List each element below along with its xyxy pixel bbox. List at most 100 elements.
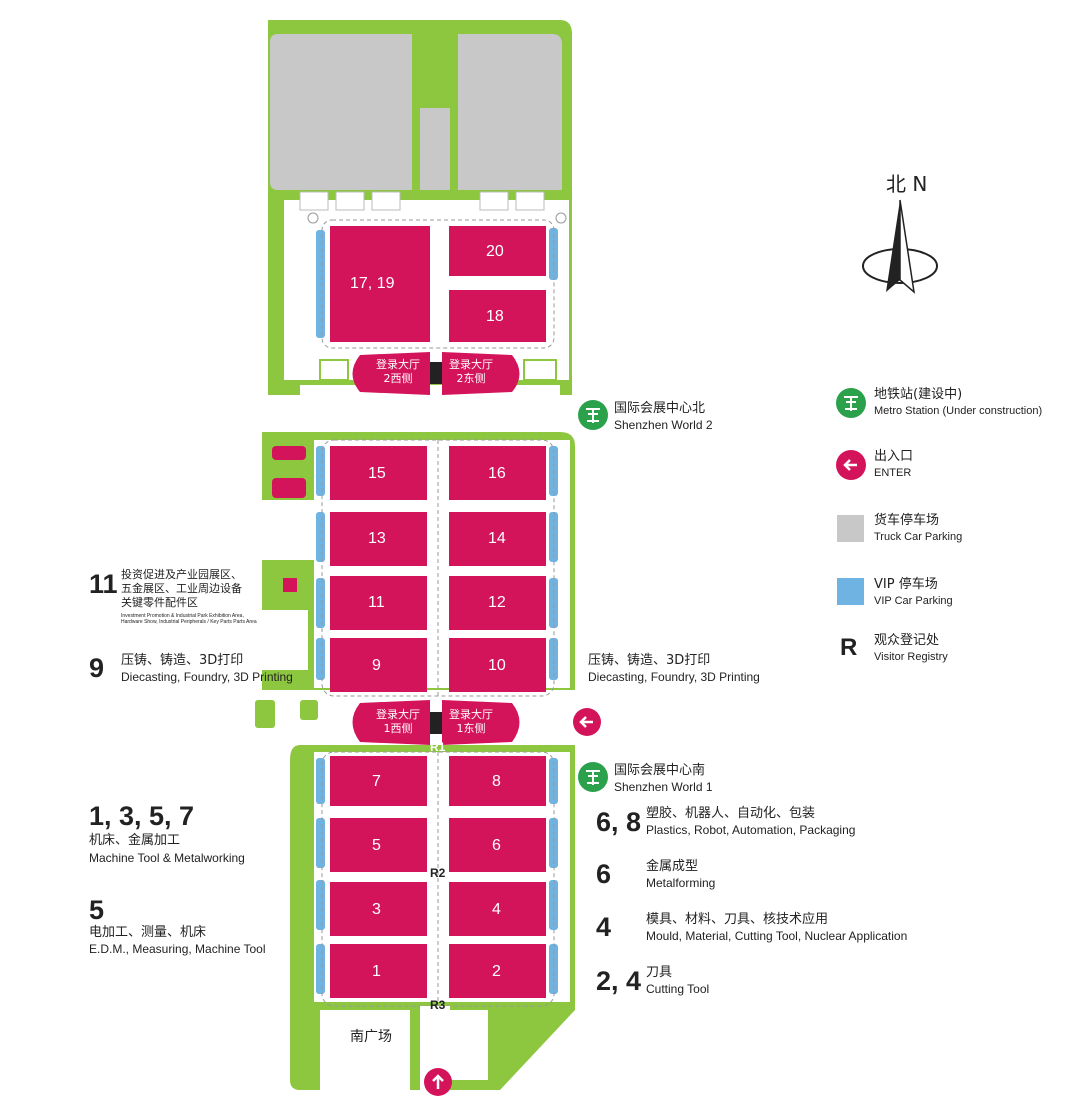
hall-label-9: 9 xyxy=(372,657,381,674)
label-h9-cn: 压铸、铸造、3D打印 xyxy=(121,653,244,668)
metro-station-north-icon xyxy=(578,400,608,430)
arrow-left-icon xyxy=(579,716,593,728)
label-h1357-en: Machine Tool & Metalworking xyxy=(89,851,245,865)
registry-r2: R2 xyxy=(430,866,446,880)
label-h4-en: Mould, Material, Cutting Tool, Nuclear A… xyxy=(646,929,908,943)
hall-6 xyxy=(449,818,546,872)
hall-label-18: 18 xyxy=(486,308,504,325)
halls-north xyxy=(330,226,546,342)
label-h11-en: Investment Promotion & Industrial Park E… xyxy=(121,613,257,625)
label-h5-en: E.D.M., Measuring, Machine Tool xyxy=(89,942,266,956)
metro-station-north-cn: 国际会展中心北 xyxy=(614,401,706,416)
legend-truck-en: Truck Car Parking xyxy=(874,531,963,543)
label-h9-num: 9 xyxy=(89,653,105,683)
label-h10-cn: 压铸、铸造、3D打印 xyxy=(588,653,711,668)
hall-2 xyxy=(449,944,546,998)
label-h10-en: Diecasting, Foundry, 3D Printing xyxy=(588,670,760,684)
legend-registry-cn: 观众登记处 xyxy=(874,633,940,648)
hall-20 xyxy=(449,226,546,276)
legend-registry-en: Visitor Registry xyxy=(874,651,948,663)
hall-7 xyxy=(330,756,427,806)
north-dashed-roads xyxy=(321,219,555,349)
vip-parking-middle xyxy=(316,446,558,680)
hall-label-13: 13 xyxy=(368,530,386,547)
label-h6-cn: 金属成型 xyxy=(646,859,699,874)
hall-15 xyxy=(330,446,427,500)
hall-17-19 xyxy=(330,226,430,342)
registry-r3: R3 xyxy=(430,998,446,1012)
hall-label-8: 8 xyxy=(492,773,501,790)
legend-truck-swatch xyxy=(837,515,864,542)
compass-label: 北 N xyxy=(886,172,928,196)
hall-14 xyxy=(449,512,546,566)
hall-label-20: 20 xyxy=(486,243,504,260)
hall-label-3: 3 xyxy=(372,901,381,918)
label-h24-cn: 刀具 xyxy=(646,965,673,980)
south-entrance-road xyxy=(420,1006,450,1114)
hall-3 xyxy=(330,882,427,936)
south-plaza-label: 南广场 xyxy=(350,1029,392,1045)
south-dashed-roads xyxy=(321,751,555,1007)
halls-middle xyxy=(330,446,546,692)
hall-12 xyxy=(449,576,546,630)
middle-side-features xyxy=(272,446,306,592)
hall-4 xyxy=(449,882,546,936)
hall-18 xyxy=(449,290,546,342)
hall-13 xyxy=(330,512,427,566)
halls-south xyxy=(330,756,546,998)
hall-8 xyxy=(449,756,546,806)
legend-registry-symbol: R xyxy=(840,634,858,661)
north-small-features xyxy=(307,212,567,381)
legend-metro-cn: 地铁站(建设中) xyxy=(874,387,963,402)
label-h5-cn: 电加工、测量、机床 xyxy=(89,925,207,940)
hall-label-17-19: 17, 19 xyxy=(350,275,395,292)
label-h68-num: 6, 8 xyxy=(596,807,642,837)
label-h6-num: 6 xyxy=(596,859,612,889)
legend-enter-en: ENTER xyxy=(874,467,912,479)
hall-label-14: 14 xyxy=(488,530,506,547)
hall-label-4: 4 xyxy=(492,901,501,918)
label-h4-cn: 模具、材料、刀具、核技术应用 xyxy=(646,912,829,927)
metro-station-south-en: Shenzhen World 1 xyxy=(614,780,713,794)
hall-16 xyxy=(449,446,546,500)
label-h11-num: 11 xyxy=(89,569,118,599)
label-h1357-num: 1, 3, 5, 7 xyxy=(89,801,195,831)
registry-r1: R1 xyxy=(430,740,446,754)
label-h5-num: 5 xyxy=(89,895,105,925)
legend-vip-en: VIP Car Parking xyxy=(874,595,953,607)
hall-label-10: 10 xyxy=(488,657,506,674)
label-h11-cn: 投资促进及产业园展区、 五金展区、工业周边设备 关键零件配件区 xyxy=(121,568,242,609)
hall-label-6: 6 xyxy=(492,837,501,854)
label-h68-cn: 塑胶、机器人、自动化、包装 xyxy=(646,806,816,821)
legend-truck-cn: 货车停车场 xyxy=(874,513,940,528)
hall-label-1: 1 xyxy=(372,963,381,980)
hall-5 xyxy=(330,818,427,872)
hall-label-15: 15 xyxy=(368,465,386,482)
entrance-south[interactable] xyxy=(424,1068,452,1096)
legend-enter-cn: 出入口 xyxy=(874,449,914,464)
legend-vip-cn: VIP 停车场 xyxy=(874,577,938,592)
vip-parking-north xyxy=(316,228,558,338)
entrance-east[interactable] xyxy=(573,708,601,736)
hall-label-12: 12 xyxy=(488,594,506,611)
hall-label-11: 11 xyxy=(368,594,385,611)
label-h68-en: Plastics, Robot, Automation, Packaging xyxy=(646,823,856,837)
hall-11 xyxy=(330,576,427,630)
truck-parking-north xyxy=(270,34,562,190)
metro-station-south-icon xyxy=(578,762,608,792)
legend-vip-swatch xyxy=(837,578,864,605)
lobby-2 xyxy=(352,352,520,395)
label-h24-en: Cutting Tool xyxy=(646,982,710,996)
label-h6-en: Metalforming xyxy=(646,876,716,890)
hall-label-7: 7 xyxy=(372,773,381,790)
hall-label-16: 16 xyxy=(488,465,506,482)
label-h1357-cn: 机床、金属加工 xyxy=(89,833,181,848)
label-h4-num: 4 xyxy=(596,912,612,942)
vip-parking-south xyxy=(316,758,558,994)
north-parking-row xyxy=(299,191,545,211)
